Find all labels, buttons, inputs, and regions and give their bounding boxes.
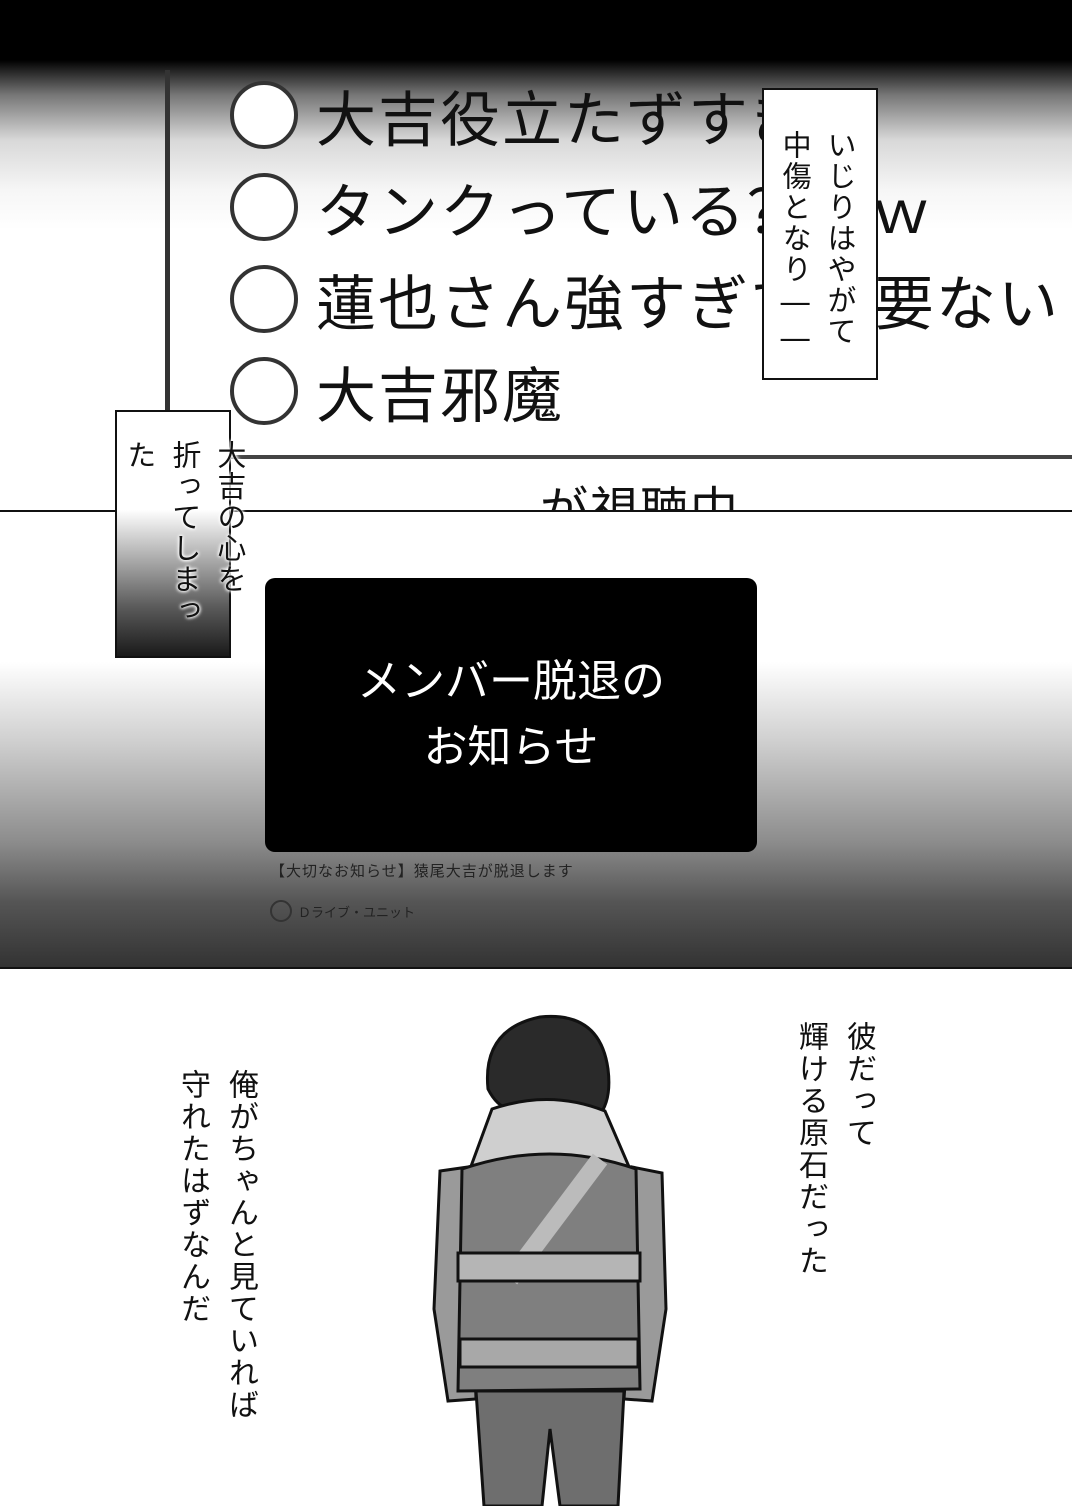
thumbnail-title: メンバー脱退の お知らせ: [357, 656, 665, 773]
channel-info[interactable]: Ｄライブ・ユニット: [270, 900, 415, 922]
avatar-circle-icon: [230, 357, 298, 425]
character-legs: [474, 1389, 626, 1506]
narration-text: 彼だって 輝ける原石だった: [793, 1021, 876, 1277]
video-title[interactable]: 【大切なお知らせ】猿尾大吉が脱退します: [270, 862, 574, 880]
comment-item: 大吉邪魔: [230, 346, 564, 436]
character-figure-illustration: [432, 1014, 668, 1506]
comment-text: 大吉邪魔: [316, 361, 564, 432]
comment-item: 蓮也さん強すぎて必要ない: [230, 254, 1060, 344]
comment-item: 大吉役立たずすぎ: [230, 70, 812, 160]
narration-left: 俺がちゃんと見ていれば 守れたはずなんだ: [168, 1069, 1072, 1421]
caption-text: いじりはやがて 中傷となり――: [778, 130, 857, 357]
avatar-circle-icon: [230, 173, 298, 241]
channel-avatar-icon: [270, 900, 292, 922]
viewing-status: が視聴中: [540, 482, 741, 510]
panel-stream-comments: 大吉役立たずすぎ タンクっている？ｗｗ 蓮也さん強すぎて必要ない 大吉邪魔 が視…: [0, 0, 1072, 510]
channel-name: Ｄライブ・ユニット: [298, 905, 416, 921]
caption-box-left: 大吉の心を 折ってしまった: [115, 410, 247, 658]
comment-list-frame: [165, 70, 1072, 459]
avatar-circle-icon: [230, 265, 298, 333]
video-thumbnail[interactable]: メンバー脱退の お知らせ: [265, 578, 757, 852]
character-waistband: [458, 1337, 640, 1369]
narration-text: 俺がちゃんと見ていれば 守れたはずなんだ: [175, 1069, 258, 1421]
comment-text: 蓮也さん強すぎて必要ない: [316, 269, 1060, 340]
narration-right: 彼だって 輝ける原石だった: [786, 1021, 1072, 1277]
avatar-circle-icon: [230, 81, 298, 149]
comment-text: 大吉役立たずすぎ: [316, 85, 812, 156]
caption-box-right: いじりはやがて 中傷となり――: [762, 88, 878, 380]
caption-text: 大吉の心を 折ってしまった: [122, 440, 247, 626]
character-belt: [456, 1251, 642, 1283]
panel-character: 彼だって 輝ける原石だった 俺がちゃんと見ていれば 守れたはずなんだ: [0, 967, 1072, 1506]
